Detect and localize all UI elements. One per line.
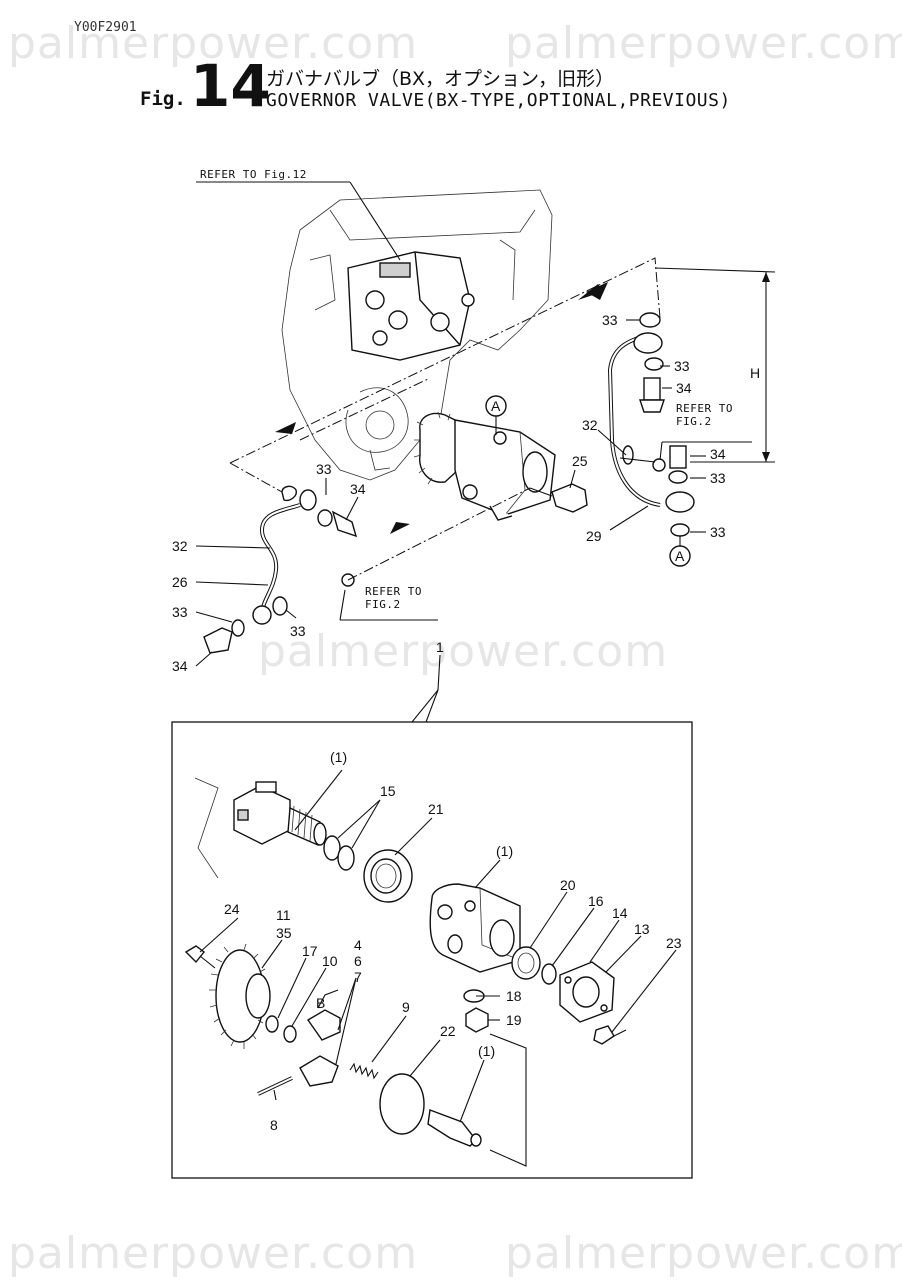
nut-19 <box>465 1007 489 1033</box>
title-japanese: ガバナバルブ（BX，オプション，旧形） <box>266 68 615 90</box>
part-number: 34 <box>350 481 366 497</box>
part-number: 4 <box>354 937 362 953</box>
fuel-pump-body <box>347 251 475 361</box>
marker-a-top: A <box>485 395 507 435</box>
part-number: 9 <box>402 999 410 1015</box>
part-number: 25 <box>572 453 588 469</box>
part-number: (1) <box>496 843 513 859</box>
part-number: 34 <box>710 446 726 462</box>
refer-to-fig2-line2: FIG.2 <box>676 415 712 428</box>
part-number: 19 <box>506 1012 522 1028</box>
exploded-view-frame <box>171 721 693 1179</box>
left-pipe-assembly <box>203 485 358 654</box>
part-number: 14 <box>612 905 628 921</box>
refer-to-fig2-line2: FIG.2 <box>365 598 401 611</box>
part-number: (1) <box>330 749 347 765</box>
part-number: 7 <box>354 969 362 985</box>
bolt-25 <box>529 483 588 513</box>
part-number: 21 <box>428 801 444 817</box>
part-number: 32 <box>582 417 598 433</box>
washer-10 <box>283 1025 297 1043</box>
title-english: GOVERNOR VALVE(BX-TYPE,OPTIONAL,PREVIOUS… <box>266 90 731 111</box>
part-number: 26 <box>172 574 188 590</box>
marker-a-label: A <box>491 398 501 414</box>
marker-a-label: A <box>675 548 685 564</box>
bearing-21 <box>363 849 413 903</box>
part-number: 33 <box>602 312 618 328</box>
part-number: 10 <box>322 953 338 969</box>
part-number: (1) <box>478 1043 495 1059</box>
part-number: 18 <box>506 988 522 1004</box>
part-number: 34 <box>676 380 692 396</box>
flyweight-lower <box>299 1055 339 1087</box>
o-ring-22 <box>379 1073 425 1135</box>
bolt-24 <box>184 945 216 969</box>
alignment-lines <box>229 257 661 581</box>
governor-gear <box>209 943 271 1049</box>
part-number: 33 <box>674 358 690 374</box>
part-number: 33 <box>290 623 306 639</box>
part-number: 34 <box>172 658 188 674</box>
marker-b-label: B <box>316 995 325 1011</box>
part-number: 16 <box>588 893 604 909</box>
washer-17 <box>265 1015 279 1033</box>
part-number: 11 <box>276 907 291 923</box>
spring-9 <box>349 1062 379 1080</box>
dimension-h <box>654 267 776 463</box>
part-number: 1 <box>436 639 444 655</box>
part-number: 29 <box>586 528 602 544</box>
arrow-icon <box>578 282 608 300</box>
cover-13 <box>559 961 615 1023</box>
part-number: 33 <box>710 470 726 486</box>
part-number: 8 <box>270 1117 278 1133</box>
o-rings-15 <box>323 835 355 871</box>
lower-leaders <box>199 769 677 1167</box>
part-number: 13 <box>634 921 650 937</box>
governor-valve-spool <box>427 1109 482 1147</box>
part-number: 20 <box>560 877 576 893</box>
part-number: 15 <box>380 783 396 799</box>
part-number: 24 <box>224 901 240 917</box>
document-code: Y00F2901 <box>74 20 137 35</box>
marker-a-bottom: A <box>669 536 691 567</box>
part-number: 33 <box>172 604 188 620</box>
part-number: 22 <box>440 1023 456 1039</box>
part-number: 6 <box>354 953 362 969</box>
governor-shaft <box>194 777 327 879</box>
dimension-h-label: H <box>750 365 760 381</box>
oil-seal-20 <box>511 946 541 980</box>
upper-leaders <box>195 319 706 723</box>
part-number: 32 <box>172 538 188 554</box>
fig-number: 14 <box>190 52 271 120</box>
governor-valve-assembly <box>413 411 556 521</box>
right-pipe-assembly <box>607 312 695 537</box>
part-number: 33 <box>316 461 332 477</box>
part-number: 35 <box>276 925 292 941</box>
refer-to-fig2-line1: REFER TO <box>676 402 733 415</box>
governor-housing <box>429 883 521 973</box>
o-ring-16 <box>541 963 557 985</box>
fig-prefix: Fig. <box>140 88 186 110</box>
reference-leaders <box>196 181 752 621</box>
part-number: 23 <box>666 935 682 951</box>
refer-to-fig12: REFER TO Fig.12 <box>200 168 307 181</box>
part-number: 17 <box>302 943 318 959</box>
bolt-23 <box>593 1025 627 1045</box>
part-number: 33 <box>710 524 726 540</box>
arrow-icon <box>275 422 296 434</box>
pin-8 <box>257 1076 293 1096</box>
flyweight-upper <box>306 1009 341 1041</box>
refer-to-fig2-line1: REFER TO <box>365 585 422 598</box>
arrow-icon <box>390 522 410 534</box>
